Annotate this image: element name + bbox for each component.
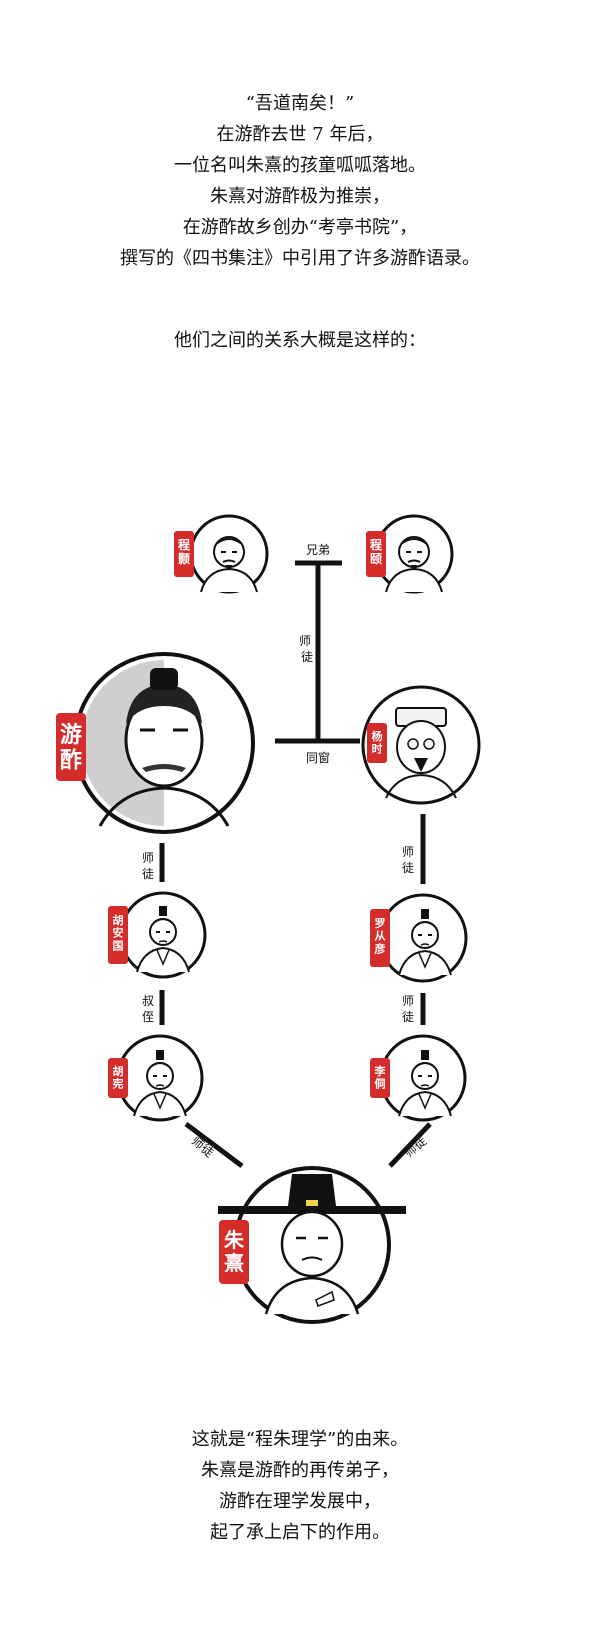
seal-name-text: 李 <box>374 1064 387 1078</box>
master-disciple-label-right: 师徒 <box>402 845 414 875</box>
uncle-nephew-label: 叔侄 <box>142 994 154 1024</box>
glasses-icon <box>407 738 419 750</box>
intro-paragraph: “吾道南矣！” 在游酢去世 7 年后， 一位名叫朱熹的孩童呱呱落地。 朱熹对游酢… <box>0 88 600 274</box>
master-disciple-char: 师 <box>299 634 311 648</box>
seal-name-char: 酢 <box>60 748 82 773</box>
rel-label-char: 徒 <box>142 867 154 881</box>
seal-name: 程颢 <box>178 537 190 566</box>
connector-lines <box>159 560 432 1168</box>
portrait-luocongyan: 罗从彦 <box>370 893 468 983</box>
seal-name-text: 胡 <box>113 1064 124 1078</box>
seal-name-char: 安 <box>113 926 124 940</box>
seal-name-text: 朱 <box>224 1228 245 1252</box>
seal-name-text: 程 <box>370 537 382 552</box>
seal-name-char: 国 <box>113 939 124 952</box>
intro-line: 朱熹对游酢极为推崇， <box>210 186 390 207</box>
portrait-huxian: 胡宪 <box>108 1034 204 1122</box>
seal-name-char: 颢 <box>178 552 190 566</box>
face-icon <box>396 720 446 774</box>
portrait-youzuo: 游酢 <box>56 652 255 834</box>
outro-line: 游酢在理学发展中， <box>219 1491 381 1512</box>
rel-label-char: 侄 <box>142 1010 154 1024</box>
litong-zhuxi-line <box>388 1122 432 1168</box>
hat-jewel-icon <box>306 1200 318 1206</box>
mustache-icon <box>142 764 186 772</box>
seal-name: 杨时 <box>372 729 383 756</box>
master-disciple-label-huxian: 师徒 <box>189 1134 216 1160</box>
brothers-label: 兄弟 <box>306 543 330 557</box>
seal-name-char: 彦 <box>375 941 386 955</box>
intro-line: 撰写的《四书集注》中引用了许多游酢语录。 <box>120 248 480 269</box>
name-seal <box>174 531 194 577</box>
name-seal <box>366 531 386 577</box>
pointing-hand-icon <box>315 1290 335 1307</box>
intro-line: 一位名叫朱熹的孩童呱呱落地。 <box>174 155 426 176</box>
name-seal <box>370 909 390 967</box>
name-seal <box>56 713 86 781</box>
seal-name: 程颐 <box>370 537 382 566</box>
official-hat-icon <box>288 1174 336 1206</box>
seal-name-text: 杨 <box>372 729 383 743</box>
master-disciple-label-litong: 师徒 <box>402 1134 429 1160</box>
portrait-chenghao: 程颢 <box>174 514 269 594</box>
rel-label-char: 徒 <box>301 650 313 664</box>
name-seal <box>367 723 387 763</box>
seal-name: 胡宪 <box>113 1064 124 1091</box>
portrait-zhuxi: 朱熹 <box>218 1166 406 1324</box>
seal-name: 游酢 <box>60 722 82 773</box>
hair-icon <box>126 684 202 724</box>
name-seal <box>108 906 128 964</box>
relation-heading: 他们之间的关系大概是这样的： <box>0 325 600 356</box>
huxian-zhuxi-line <box>184 1122 244 1168</box>
topknot-icon <box>150 668 178 690</box>
intro-line: 在游酢故乡创办“考亭书院”， <box>182 217 418 238</box>
seal-name-char: 熹 <box>224 1251 244 1275</box>
seal-name-text: 罗 <box>375 917 386 930</box>
face-icon <box>280 1210 344 1278</box>
seal-name: 李侗 <box>374 1064 387 1091</box>
seal-name-char: 宪 <box>113 1077 124 1091</box>
seal-name-char: 时 <box>372 742 383 756</box>
name-seal <box>219 1220 249 1284</box>
master-disciple-label-right-lower: 师徒 <box>402 994 414 1024</box>
hat-brim-icon <box>218 1206 406 1214</box>
portrait-chengyi: 程颐 <box>366 514 454 594</box>
outro-line: 朱熹是游酢的再传弟子， <box>201 1460 399 1481</box>
seal-name-char: 颐 <box>370 551 382 566</box>
master-disciple-label-left: 师徒 <box>142 851 154 881</box>
portrait-yangshi: 杨时 <box>361 685 481 805</box>
outro-line: 这就是“程朱理学”的由来。 <box>191 1429 409 1450</box>
outro-paragraph: 这就是“程朱理学”的由来。 朱熹是游酢的再传弟子， 游酢在理学发展中， 起了承上… <box>0 1424 600 1548</box>
outro-line: 起了承上启下的作用。 <box>210 1522 390 1543</box>
seal-name: 朱熹 <box>224 1228 245 1275</box>
seal-name: 胡安国 <box>113 913 124 952</box>
seal-name-char: 侗 <box>374 1077 386 1091</box>
name-seal <box>370 1058 390 1098</box>
rel-label-char: 徒 <box>402 861 414 875</box>
seal-name-text: 胡 <box>113 913 124 927</box>
name-seal <box>108 1058 128 1098</box>
intro-line: “吾道南矣！” <box>245 93 355 114</box>
seal-name: 罗从彦 <box>375 917 386 955</box>
master-disciple-label-top: 师 徒 <box>299 634 315 664</box>
classmates-label: 同窗 <box>306 751 330 765</box>
intro-line: 在游酢去世 7 年后， <box>216 124 384 145</box>
portrait-litong: 李侗 <box>370 1034 467 1122</box>
rel-label-char: 徒 <box>402 1010 414 1024</box>
relation-heading-text: 他们之间的关系大概是这样的： <box>174 330 426 351</box>
seal-name-text: 游 <box>60 722 82 748</box>
seal-name-char: 从 <box>375 930 386 943</box>
seal-name-text: 程 <box>178 537 190 552</box>
portrait-huanguo: 胡安国 <box>108 891 207 979</box>
